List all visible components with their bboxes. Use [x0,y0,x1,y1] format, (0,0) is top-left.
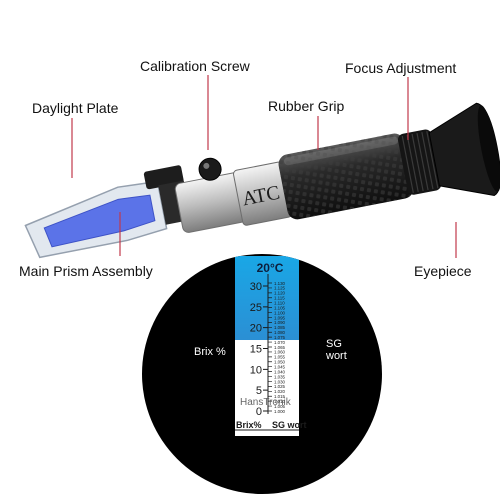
sg-tick-label: 1.025 [274,384,286,389]
sg-tick-label: 1.100 [274,310,286,315]
brix-tick-label: 5 [256,385,262,397]
sg-tick-label: 1.030 [274,379,286,384]
sg-tick-label: 1.045 [274,364,286,369]
sg-tick-label: 1.010 [274,399,286,404]
leader-lines [71,75,457,258]
sg-tick-label: 1.020 [274,389,286,394]
sg-tick-label: 1.050 [274,360,286,365]
sg-tick-label: 1.015 [274,394,286,399]
brix-tick-marks: 30 25 20 15 10 5 0 [250,281,268,418]
daylight-plate-blue [43,194,156,248]
label-rubber-grip: Rubber Grip [268,98,345,114]
sg-tick-label: 1.065 [274,345,286,350]
label-focus-adjustment: Focus Adjustment [345,60,457,76]
brix-tick-label: 20 [250,323,262,335]
sg-tick-label: 1.130 [274,281,286,286]
scale-blue-region [235,256,299,340]
label-calibration-screw: Calibration Screw [140,58,250,74]
scale-left-footer: Brix% [236,420,262,430]
sg-tick-label: 1.120 [274,291,286,296]
sg-tick-label: 1.125 [274,286,286,291]
sg-tick-label: 1.060 [274,350,286,355]
sg-tick-label: 1.040 [274,369,286,374]
sg-tick-label: 1.000 [274,409,286,414]
brix-tick-label: 25 [250,302,262,314]
sg-tick-label: 1.085 [274,325,286,330]
watermark: HansTronik [240,397,291,408]
sg-tick-label: 1.070 [274,340,286,345]
sg-tick-label: 1.110 [274,300,285,305]
scale-temperature: 20°C [256,261,284,275]
brix-tick-label: 10 [250,364,262,376]
label-main-prism-assembly: Main Prism Assembly [19,263,153,279]
scale-right-footer: SG wort [272,420,307,430]
refractometer: ATC [24,102,500,259]
sg-tick-label: 1.080 [274,330,286,335]
brix-tick-label: 0 [256,406,262,418]
brix-tick-label: 30 [250,281,262,293]
sg-tick-label: 1.055 [274,355,286,360]
sg-tick-label: 1.005 [274,404,286,409]
label-eyepiece: Eyepiece [414,263,472,279]
sg-tick-label: 1.035 [274,374,286,379]
label-daylight-plate: Daylight Plate [32,100,119,116]
scale-white-region [235,340,299,416]
sg-tick-label: 1.105 [274,305,286,310]
scale-left-caption: Brix % [194,346,226,358]
sg-tick-label: 1.075 [274,335,286,340]
sg-tick-label: 1.095 [274,315,286,320]
brix-tick-label: 15 [250,344,262,356]
scale-right-caption: SG wort [326,338,347,362]
sg-tick-label: 1.115 [274,296,285,301]
sg-tick-marks: 1.1301.1251.1201.1151.1101.1051.1001.095… [268,281,286,414]
sg-tick-label: 1.090 [274,320,286,325]
